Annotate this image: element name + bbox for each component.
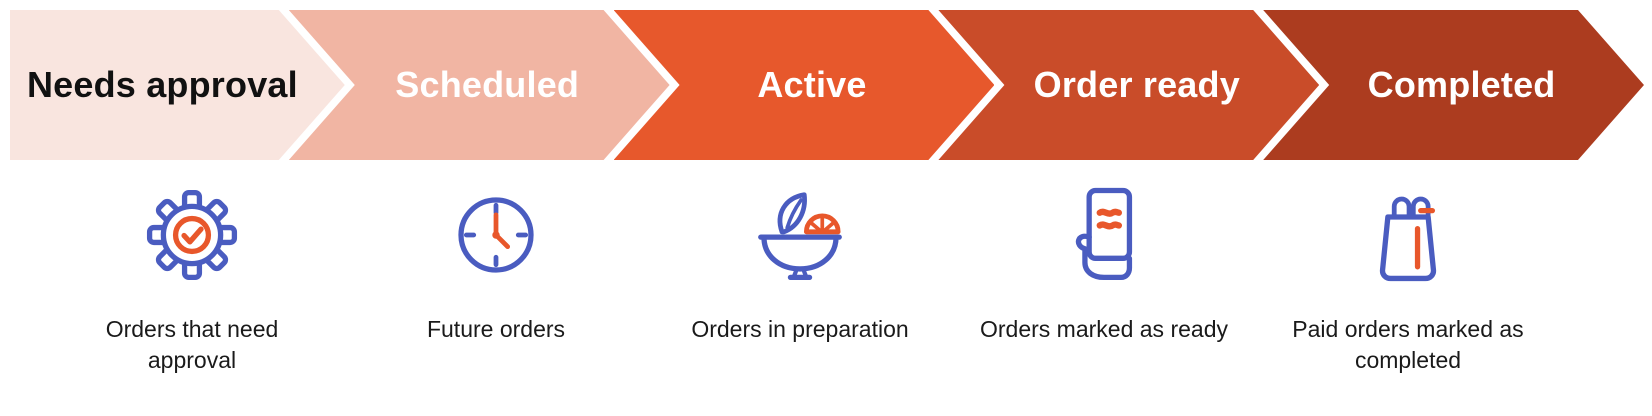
stage-caption-scheduled: Future orders <box>426 316 566 342</box>
stage-label-scheduled: Scheduled <box>395 64 580 105</box>
stage-label-order-ready: Order ready <box>1033 64 1240 105</box>
stage-caption-needs-approval: Orders that need approval <box>105 316 279 374</box>
stage-completed: Completed <box>1263 10 1644 160</box>
stage-column-order-ready: Orders marked as ready <box>952 182 1256 376</box>
stage-needs-approval: Needs approval <box>10 10 345 160</box>
stage-column-needs-approval: Orders that need approval <box>40 182 344 376</box>
stage-order-ready: Order ready <box>938 10 1319 160</box>
stage-scheduled: Scheduled <box>289 10 670 160</box>
stage-caption-order-ready: Orders marked as ready <box>980 316 1228 342</box>
stage-caption-completed: Paid orders marked as completed <box>1292 316 1524 374</box>
order-stages-diagram: Needs approval Scheduled Active Order re… <box>0 10 1652 416</box>
gear-check-icon <box>139 182 245 288</box>
stage-column-scheduled: Future orders <box>344 182 648 376</box>
stage-details-row: Orders that need approval Future orders <box>40 182 1560 376</box>
clock-icon <box>443 182 549 288</box>
phone-in-hand-icon <box>1051 182 1157 288</box>
stage-label-active: Active <box>757 64 867 105</box>
stage-active: Active <box>614 10 995 160</box>
salad-bowl-icon <box>747 182 853 288</box>
shopping-bag-icon <box>1355 182 1461 288</box>
stage-label-completed: Completed <box>1367 64 1556 105</box>
stage-column-active: Orders in preparation <box>648 182 952 376</box>
stage-label-needs-approval: Needs approval <box>26 64 298 105</box>
stage-caption-active: Orders in preparation <box>691 316 909 342</box>
stage-band: Needs approval Scheduled Active Order re… <box>10 10 1644 160</box>
stage-column-completed: Paid orders marked as completed <box>1256 182 1560 376</box>
